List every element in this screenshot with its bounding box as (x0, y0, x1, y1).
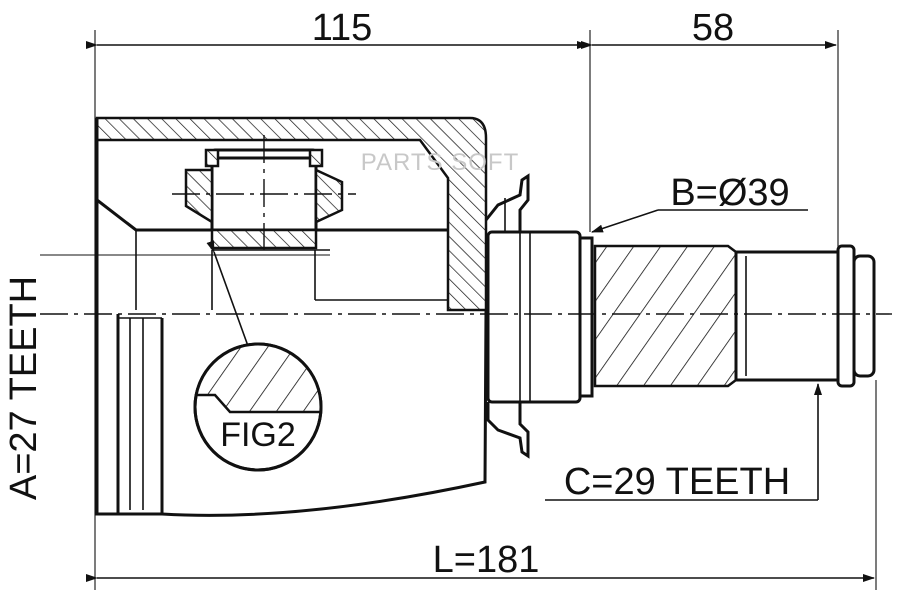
dimension-115: 115 (312, 7, 373, 49)
seal-flange (484, 173, 594, 459)
watermark: PARTS SOFT (361, 149, 519, 176)
dimension-lines (86, 30, 877, 590)
dimension-shaft-diameter: B=Ø39 (670, 172, 789, 214)
ball-cage (172, 135, 356, 250)
fig2-label: FIG2 (220, 416, 296, 454)
leader-lines (545, 209, 822, 501)
dimension-total-length: L=181 (433, 539, 540, 581)
splined-shaft (593, 244, 876, 388)
dimension-shaft-teeth: C=29 TEETH (564, 461, 790, 503)
dimension-58: 58 (692, 7, 734, 49)
fig2-detail: FIG2 (193, 240, 323, 472)
dimension-outer-teeth: A=27 TEETH (3, 276, 45, 500)
outer-housing (95, 116, 488, 517)
